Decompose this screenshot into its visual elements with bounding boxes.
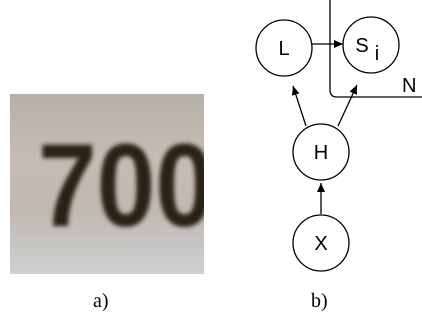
caption-a: a) xyxy=(93,290,109,312)
plate-box xyxy=(329,0,422,98)
node-s-label: S xyxy=(355,35,368,57)
digit-image: 700 xyxy=(10,94,204,274)
caption-b: b) xyxy=(311,290,328,312)
node-h-label: H xyxy=(314,142,328,164)
node-x-label: X xyxy=(314,233,327,255)
edge-h-to-s xyxy=(337,84,358,127)
node-l-label: L xyxy=(278,38,289,60)
node-x: X xyxy=(292,214,350,272)
edge-h-to-l xyxy=(291,85,307,127)
node-h: H xyxy=(292,123,350,181)
digit-image-drawing: 700 xyxy=(38,120,204,252)
node-l: L xyxy=(255,19,313,77)
node-s: S i xyxy=(342,16,400,74)
digits-text: 700 xyxy=(38,120,204,252)
plate-label: N xyxy=(402,75,416,97)
node-s-subscript: i xyxy=(375,43,379,65)
